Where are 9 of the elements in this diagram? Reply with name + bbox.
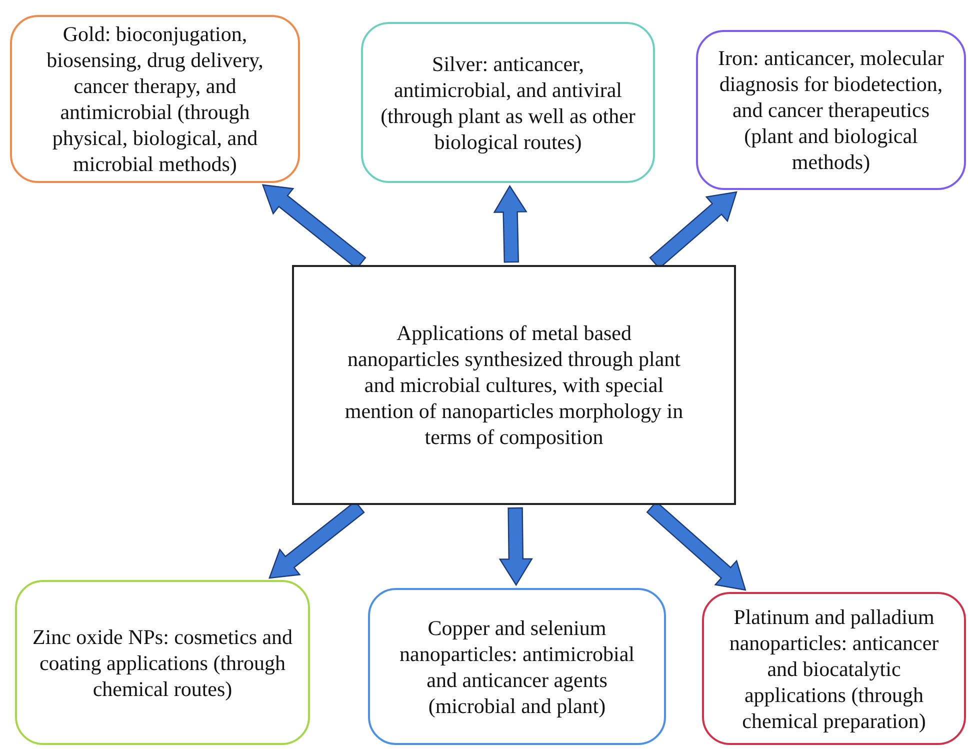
rounded-box: Zinc oxide NPs: cosmetics and coating applications (through chemical routes): [15, 580, 310, 745]
rounded-box: Copper and selenium nanoparticles: antimicrobial and anticancer agents (microbial and plant): [368, 588, 666, 745]
central-box: Applications of metal based nanoparticles synthesized through plant and microbial cultures, with special mention of nanoparticles morphology in terms of composition: [292, 265, 736, 505]
rounded-box: Platinum and palladium nanoparticles: anticancer and biocatalytic applications (through chemical preparation): [702, 592, 966, 745]
rounded-box: Silver: anticancer, antimicrobial, and antiviral (through plant as well as other biological routes): [361, 22, 655, 183]
rounded-box: Iron: anticancer, molecular diagnosis for biodetection, and cancer therapeutics (plant and biological methods): [696, 30, 966, 190]
block-arrow: [498, 507, 533, 586]
block-arrow: [493, 184, 528, 263]
rounded-box: Gold: bioconjugation, biosensing, drug delivery, cancer therapy, and antimicrobial (through physical, biological, and microbial methods): [10, 15, 300, 183]
